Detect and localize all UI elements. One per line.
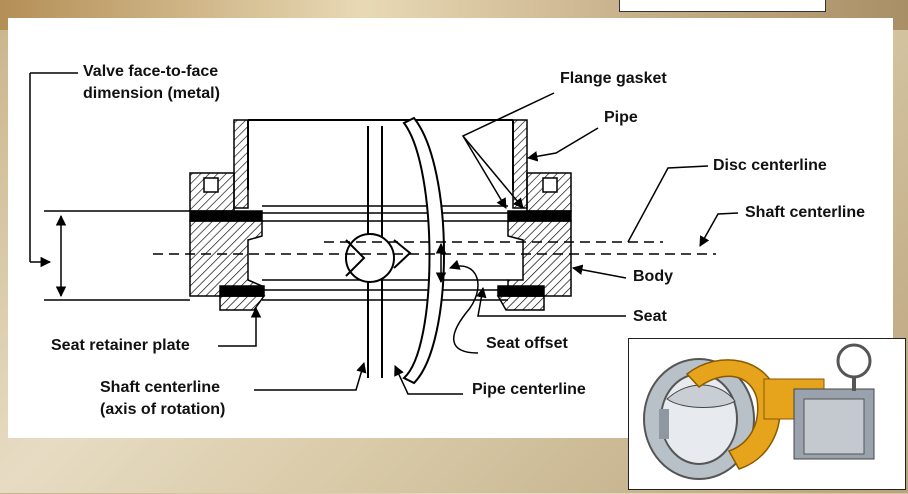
label-body: Body [633, 268, 673, 285]
bore-lines [262, 205, 508, 301]
label-seat: Seat [633, 308, 667, 325]
disc-hub-right [393, 239, 412, 269]
seat-offset-dimension [435, 242, 479, 354]
shaft [345, 126, 395, 378]
label-pipe: Pipe [604, 109, 638, 126]
label-seat-retainer-plate: Seat retainer plate [51, 337, 190, 354]
valve-3d-illustration [643, 343, 875, 480]
label-valve-face-2: dimension (metal) [83, 85, 220, 102]
disc-hub [345, 239, 366, 277]
valve-cross-section-drawing [29, 72, 739, 395]
label-seat-offset: Seat offset [486, 335, 568, 352]
label-disc-centerline: Disc centerline [713, 157, 827, 174]
valve-photo [628, 338, 906, 490]
label-valve-face: Valve face-to-face [83, 63, 219, 80]
label-shaft-axis-2: (axis of rotation) [100, 401, 226, 418]
label-shaft-axis: Shaft centerline [100, 379, 221, 396]
face-to-face-bracket [29, 72, 190, 301]
leader-lines [218, 92, 739, 395]
valve-disc [402, 116, 445, 385]
label-pipe-centerline: Pipe centerline [472, 381, 586, 398]
left-flange [189, 119, 266, 311]
label-flange-gasket: Flange gasket [560, 70, 667, 87]
right-flange [496, 119, 572, 311]
label-shaft-centerline: Shaft centerline [745, 204, 866, 221]
top-box [619, 0, 826, 12]
centerlines [153, 241, 716, 255]
